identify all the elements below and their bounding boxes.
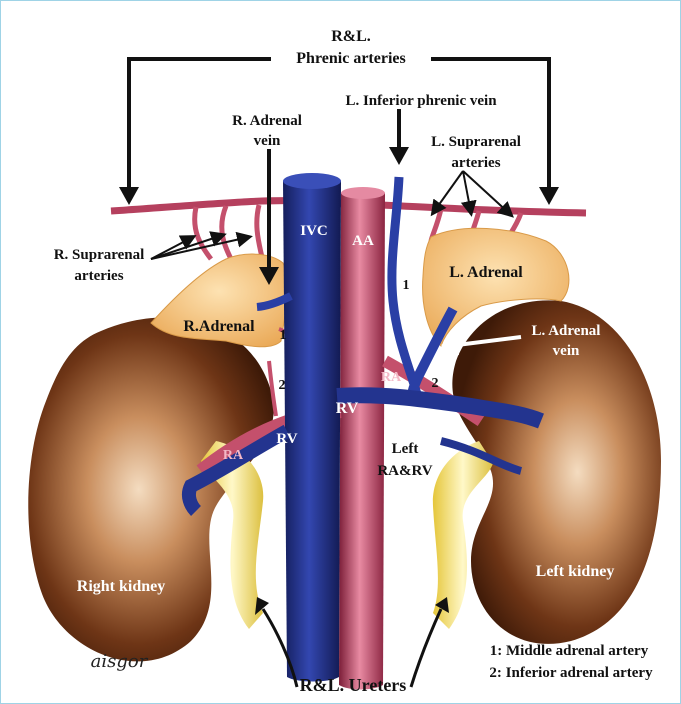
label-phrenic-arteries-1: R&L. xyxy=(331,28,371,45)
label-num1-left: 1 xyxy=(403,278,410,293)
label-ra-left: RA xyxy=(381,370,402,385)
label-left-ra-rv-1: Left xyxy=(392,441,419,457)
label-right-kidney: Right kidney xyxy=(77,578,165,595)
label-rv-right: RV xyxy=(276,431,297,447)
label-phrenic-arteries-2: Phrenic arteries xyxy=(296,50,405,67)
label-l-suprarenal-2: arteries xyxy=(451,155,500,171)
label-r-adrenal-vein-2: vein xyxy=(254,133,281,149)
legend-inferior-adrenal-artery: 2: Inferior adrenal artery xyxy=(489,665,653,681)
label-num2-left: 2 xyxy=(432,376,439,391)
label-r-suprarenal-1: R. Suprarenal xyxy=(54,247,145,263)
legend-middle-adrenal-artery: 1: Middle adrenal artery xyxy=(490,643,649,659)
label-left-kidney: Left kidney xyxy=(536,563,615,580)
label-l-adrenal-vein-1: L. Adrenal xyxy=(532,323,601,339)
label-rv-center: RV xyxy=(336,400,359,417)
ureter-leader-left xyxy=(411,609,441,687)
label-ra-right: RA xyxy=(223,448,244,463)
signature: aisgor xyxy=(91,651,149,672)
label-r-adrenal: R.Adrenal xyxy=(183,318,255,335)
aorta xyxy=(339,190,385,690)
ivc xyxy=(283,174,341,682)
label-l-adrenal: L. Adrenal xyxy=(449,264,523,281)
r-suprarenal-artery-2 xyxy=(222,206,233,263)
phrenic-leader-right xyxy=(431,59,549,191)
label-left-ra-rv-2: RA&RV xyxy=(377,463,432,479)
label-aa: AA xyxy=(352,233,374,249)
label-ivc: IVC xyxy=(300,223,328,239)
label-r-suprarenal-2: arteries xyxy=(74,268,123,284)
label-r-adrenal-vein-1: R. Adrenal xyxy=(232,113,302,129)
label-l-adrenal-vein-2: vein xyxy=(553,343,580,359)
label-num1-right: 1 xyxy=(280,328,287,343)
r-suprarenal-artery-1 xyxy=(195,207,211,259)
label-l-suprarenal-1: L. Suprarenal xyxy=(431,134,521,150)
label-ureters: R&L. Ureters xyxy=(300,675,407,695)
label-num2-right: 2 xyxy=(279,378,286,393)
label-l-inferior-phrenic-vein: L. Inferior phrenic vein xyxy=(345,93,497,109)
